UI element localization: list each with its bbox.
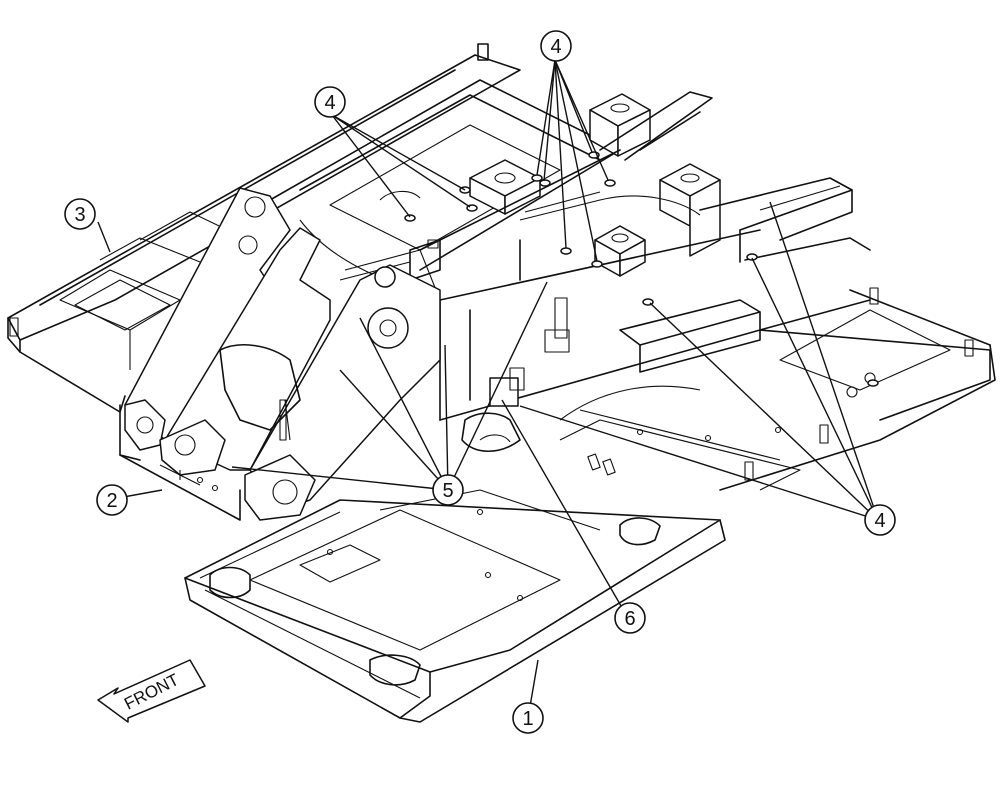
- callout-6-label: 6: [624, 608, 635, 630]
- boom-mount-towers: [124, 187, 441, 521]
- callout-4-top-label: 4: [550, 36, 561, 58]
- front-frame-1: [184, 489, 726, 723]
- callout-4-top: 4: [540, 30, 572, 62]
- callout-3: 3: [64, 198, 96, 230]
- callout-4-right-label: 4: [874, 510, 885, 532]
- callout-6: 6: [614, 602, 646, 634]
- callout-5-label: 5: [442, 480, 453, 502]
- bottom-frame-2: [119, 404, 241, 521]
- right-deck: [439, 237, 996, 491]
- callout-5: 5: [432, 474, 464, 506]
- callout-4-left-label: 4: [324, 92, 335, 114]
- callout-2-label: 2: [106, 490, 117, 512]
- rear-beams: [599, 91, 853, 263]
- callout-2: 2: [96, 484, 128, 516]
- front-arrow: FRONT: [97, 659, 206, 723]
- callout-4-right: 4: [864, 504, 896, 536]
- callout-4-left: 4: [314, 86, 346, 118]
- leader-lines: [97, 59, 879, 719]
- callout-3-label: 3: [74, 204, 85, 226]
- callout-1-label: 1: [522, 708, 533, 730]
- callout-1: 1: [512, 702, 544, 734]
